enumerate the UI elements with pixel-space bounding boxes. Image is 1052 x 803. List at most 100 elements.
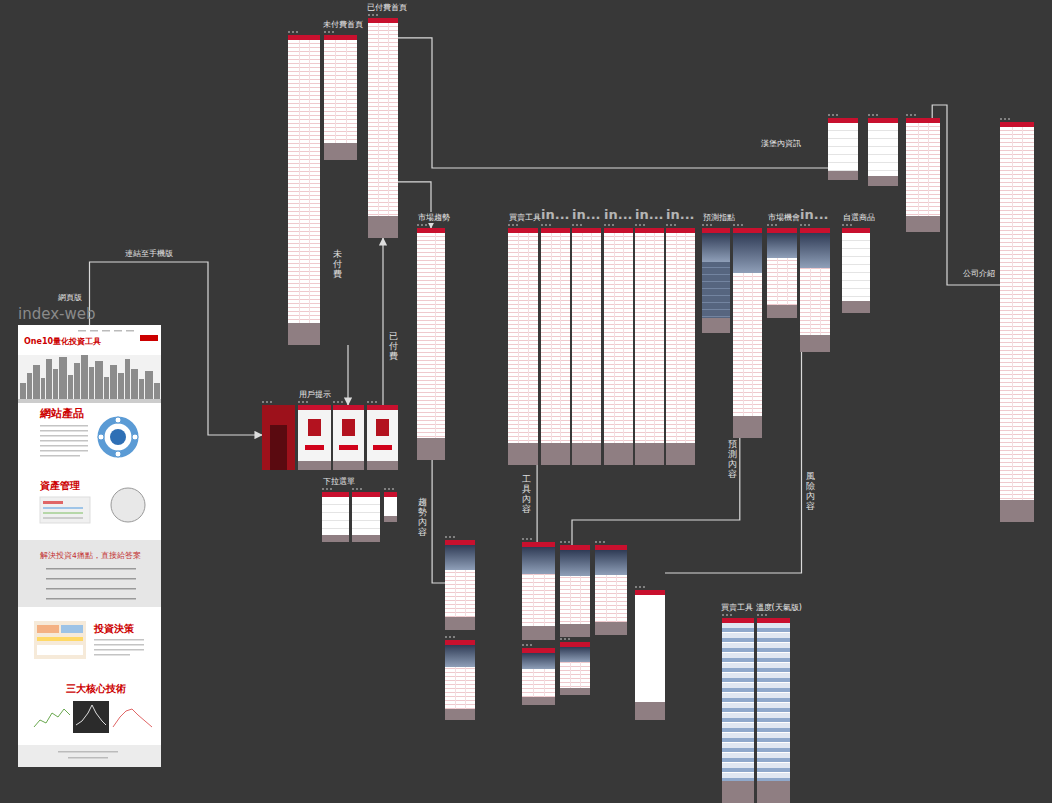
screen-header	[560, 642, 590, 647]
skyline-sky	[18, 355, 161, 403]
artboard-dot	[298, 401, 300, 403]
screen-thumbnail	[757, 618, 790, 803]
artboard-label: 已付費首頁	[366, 2, 408, 13]
flow-connector	[382, 238, 383, 405]
asset-bar	[43, 507, 83, 509]
artboard-dot	[545, 224, 547, 226]
page-heading: 網站產品	[40, 407, 84, 420]
flow-connector	[536, 465, 537, 542]
artboard-dot	[302, 401, 304, 403]
note-label: 網頁版	[58, 292, 82, 303]
screen-group: 公司介紹	[1000, 122, 1034, 522]
screen-thumbnail	[324, 35, 357, 160]
screen-thumbnail	[722, 618, 754, 803]
artboard-dot	[1000, 118, 1002, 120]
truncated-title: in...	[572, 207, 601, 223]
screen-header	[800, 228, 830, 233]
screen-thumbnail	[368, 18, 398, 238]
product-node	[115, 451, 121, 457]
artboard-dot	[767, 224, 769, 226]
screen-thumbnail	[666, 228, 695, 465]
screen-thumbnail	[384, 492, 397, 522]
artboard-dot	[639, 586, 641, 588]
pain-band	[18, 540, 161, 607]
artboard-dot	[541, 224, 543, 226]
screen-header	[384, 492, 397, 497]
text-line	[40, 440, 88, 442]
artboard-label: 公司介紹	[962, 268, 996, 279]
screen-footer	[508, 443, 538, 465]
artboard-dot	[445, 636, 447, 638]
screen-thumbnail	[417, 228, 445, 460]
nav-link	[114, 330, 122, 332]
page-footer	[18, 745, 161, 767]
artboard-dot	[604, 224, 606, 226]
artboard-dot	[808, 224, 810, 226]
vertical-label: 預測內容	[728, 440, 737, 480]
screen-header	[635, 590, 665, 595]
screen-footer	[800, 335, 830, 352]
artboard-dot	[371, 401, 373, 403]
text-line	[94, 639, 144, 641]
screen-footer	[298, 461, 331, 470]
nav-link	[126, 330, 134, 332]
screen-header	[445, 640, 475, 645]
flow-connector	[398, 38, 828, 168]
product-node	[115, 417, 121, 423]
photo-header	[445, 645, 475, 667]
artboard-dot	[876, 114, 878, 116]
screen-footer	[842, 301, 870, 313]
artboard-dot	[324, 31, 326, 33]
building	[89, 367, 94, 403]
screen-footer	[560, 624, 590, 637]
screen-header	[635, 228, 664, 233]
screen-header	[445, 540, 475, 545]
screen-body	[541, 233, 570, 465]
skyline-ground	[18, 399, 161, 403]
screen-group: in...	[666, 228, 695, 465]
artboard-dot	[425, 224, 427, 226]
screen-thumbnail	[352, 492, 380, 542]
screen-footer	[384, 516, 397, 522]
screen-thumbnail	[800, 228, 830, 352]
screen-footer	[445, 709, 475, 720]
truncated-title: in...	[800, 207, 829, 223]
artboard-label: 市場機會	[767, 212, 801, 223]
artboard-dot	[367, 401, 369, 403]
product-node	[132, 434, 138, 440]
artboard-dot	[771, 224, 773, 226]
building	[27, 373, 32, 403]
artboard-dot	[757, 614, 759, 616]
screen-footer	[352, 535, 380, 542]
artboard-dot	[872, 114, 874, 116]
screen-body	[1000, 127, 1034, 522]
screen-group: 趨勢內容	[445, 540, 475, 720]
promo-button	[305, 445, 325, 450]
screen-group: 預測指點	[702, 228, 762, 438]
vertical-edge-label: 已付費	[389, 332, 398, 362]
screen-header	[508, 228, 538, 233]
photo-header	[800, 233, 830, 268]
screen-thumbnail	[445, 640, 475, 720]
artboard-dot	[360, 488, 362, 490]
screen-header	[1000, 122, 1034, 127]
screen-header	[322, 492, 349, 497]
screen-thumbnail	[635, 590, 665, 720]
screen-group: 風險內容	[595, 545, 665, 720]
page-ground	[18, 325, 161, 767]
artboard-dot	[836, 114, 838, 116]
artboard-dot	[635, 586, 637, 588]
screen-body	[417, 233, 445, 460]
text-line	[40, 435, 88, 437]
screen-header	[868, 118, 898, 123]
artboard-label: 買賣工具	[508, 212, 542, 223]
decision-block	[37, 637, 83, 641]
screen-footer	[417, 438, 445, 460]
building	[59, 357, 67, 403]
decision-block	[37, 645, 83, 655]
screen-group: 自選商品	[842, 228, 870, 313]
text-line	[94, 649, 144, 651]
artboard-dot	[560, 541, 562, 543]
nav-link	[102, 330, 110, 332]
